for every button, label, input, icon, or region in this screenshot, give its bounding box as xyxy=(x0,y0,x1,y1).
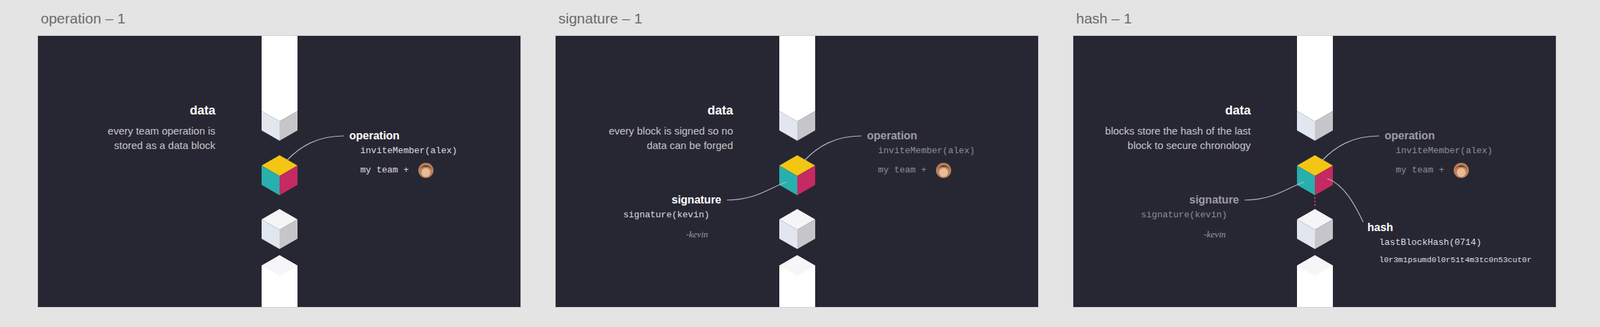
leader-line xyxy=(726,182,787,201)
description: blocks store the hash of the last block … xyxy=(1091,123,1251,153)
avatar-icon xyxy=(418,162,434,179)
field-label: hash xyxy=(1367,220,1393,236)
panel-title: signature – 1 xyxy=(558,9,642,28)
hash-link-dots xyxy=(1314,197,1316,208)
text-slot: inviteMember(alex) xyxy=(1395,144,1493,158)
signature-scribble: -kevin xyxy=(686,228,709,241)
text-slot: signature(kevin) xyxy=(623,209,710,222)
text-slot: l0r3m1psumd0l0r51t4m3tc0n53cut0r xyxy=(1379,254,1532,266)
text-slot: inviteMember(alex) xyxy=(877,144,975,158)
text-slot: signature xyxy=(1189,192,1239,208)
text-slot: every block is signed so no data can be … xyxy=(597,123,734,153)
panel-title: operation – 1 xyxy=(40,9,126,28)
description: every block is signed so no data can be … xyxy=(597,123,734,153)
avatar-icon xyxy=(935,162,952,179)
code-text: signature(kevin) xyxy=(623,209,710,222)
text-slot: hash xyxy=(1367,220,1393,236)
text-slot: signature(kevin) xyxy=(1140,209,1228,222)
text-slot: -kevin xyxy=(686,228,709,241)
code-text: my team + xyxy=(877,164,927,177)
block-stack xyxy=(779,35,816,308)
block-stack xyxy=(1296,35,1333,308)
field-label: operation xyxy=(349,128,400,144)
field-label: operation xyxy=(866,128,918,144)
block-illustration xyxy=(555,35,1039,308)
text-slot: every team operation is stored as a data… xyxy=(87,123,216,153)
section-heading: data xyxy=(189,102,216,119)
block-illustration xyxy=(1073,35,1556,308)
hash-value: l0r3m1psumd0l0r51t4m3tc0n53cut0r xyxy=(1379,254,1532,266)
description: every team operation is stored as a data… xyxy=(87,123,216,153)
leader-line xyxy=(1327,178,1364,223)
panel-title: hash – 1 xyxy=(1076,9,1133,28)
signature-scribble: -kevin xyxy=(1203,228,1226,241)
avatar-icon xyxy=(1453,162,1469,179)
code-text: my team + xyxy=(360,164,409,177)
block-stack xyxy=(261,35,298,308)
text-slot: operation xyxy=(866,128,918,144)
text-slot: my team + xyxy=(877,164,927,177)
code-text: inviteMember(alex) xyxy=(360,144,457,158)
text-slot: hash – 1 xyxy=(1076,9,1133,28)
text-slot: operation xyxy=(1384,128,1436,144)
code-text: inviteMember(alex) xyxy=(877,144,975,158)
slide-panel: operation – 1dataevery team operation is… xyxy=(37,35,521,308)
code-text: inviteMember(alex) xyxy=(1395,144,1493,158)
field-label: signature xyxy=(671,192,722,208)
text-slot: inviteMember(alex) xyxy=(360,144,457,158)
text-slot: data xyxy=(189,102,216,119)
text-slot: operation xyxy=(349,128,400,144)
text-slot: my team + xyxy=(1395,164,1445,177)
text-slot: -kevin xyxy=(1203,228,1226,241)
slide-panel: signature – 1dataevery block is signed s… xyxy=(555,35,1039,308)
text-slot: data xyxy=(1225,102,1251,119)
code-text: signature(kevin) xyxy=(1140,209,1228,222)
text-slot: signature xyxy=(671,192,722,208)
section-heading: data xyxy=(707,102,734,119)
code-text: lastBlockHash(0714) xyxy=(1379,236,1482,250)
leader-line xyxy=(1244,182,1304,201)
field-label: signature xyxy=(1189,192,1239,208)
text-slot: signature – 1 xyxy=(558,9,642,28)
leader-line xyxy=(804,135,862,161)
section-heading: data xyxy=(1225,102,1251,119)
block-illustration xyxy=(37,35,521,308)
text-slot: blocks store the hash of the last block … xyxy=(1091,123,1251,153)
slide-panel: hash – 1datablocks store the hash of the… xyxy=(1073,35,1556,308)
leader-line xyxy=(1321,135,1380,161)
text-slot: data xyxy=(707,102,734,119)
field-label: operation xyxy=(1384,128,1436,144)
leader-line xyxy=(286,135,344,161)
text-slot: my team + xyxy=(360,164,409,177)
text-slot: lastBlockHash(0714) xyxy=(1379,236,1482,250)
code-text: my team + xyxy=(1395,164,1445,177)
text-slot: operation – 1 xyxy=(40,9,126,28)
